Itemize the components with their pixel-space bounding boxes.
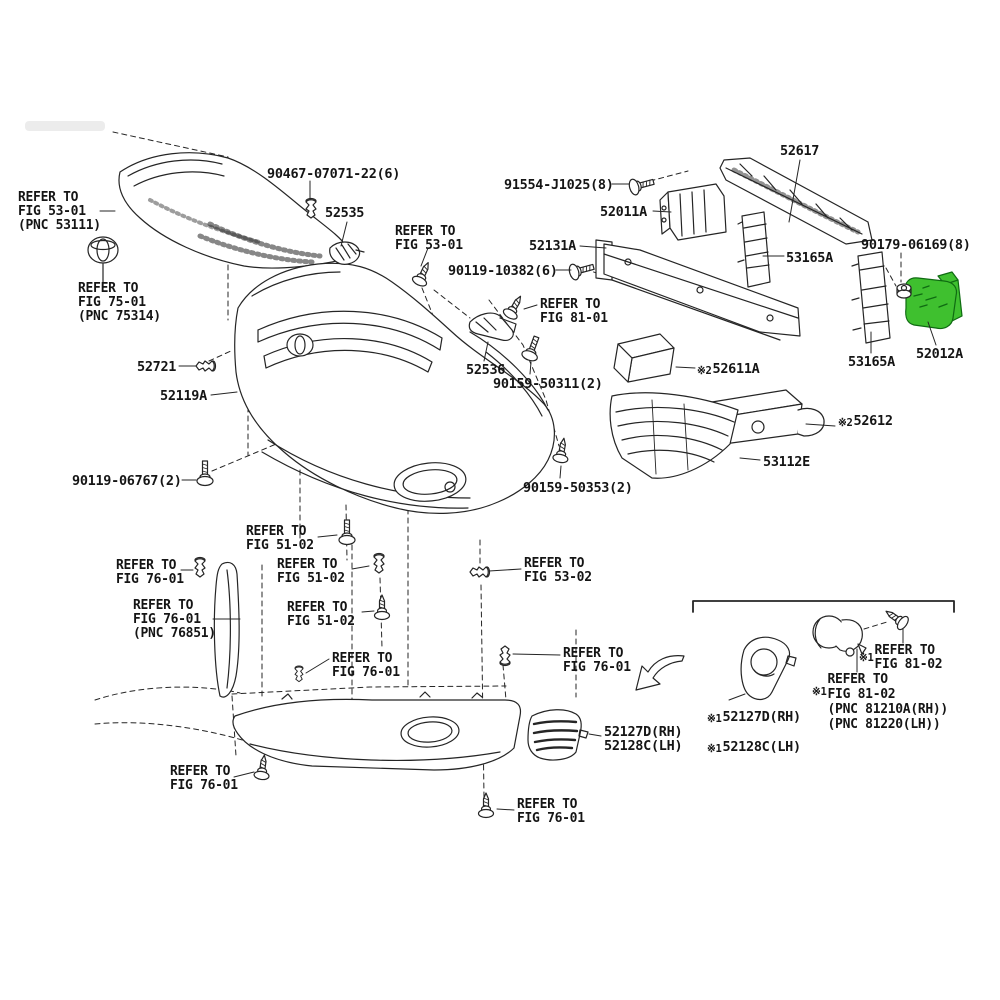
part-label-90119-06767: 90119-06767(2) [72,473,182,489]
bracket-52011a-drawing [659,183,727,241]
part-label-53112e: 53112E [763,454,810,470]
bolt-icon [338,519,356,546]
part-label-52612: ※2 52612 [838,414,893,430]
refer-label-fig-76-01-left: REFER TO FIG 76-01 [116,558,184,587]
refer-label-fig-76-01-bottom-center: REFER TO FIG 76-01 [517,797,585,826]
part-label-52012a: 52012A [916,346,963,362]
screw-icon [477,792,495,819]
bolt-icon [519,333,545,364]
toyota-emblem-drawing [87,236,119,289]
bolt-icon [196,460,214,487]
part-label-91554-j1025: 91554-J1025(8) [504,177,614,193]
refer-label-fig-53-01-grille: REFER TO FIG 53-01 (PNC 53111) [18,190,101,233]
inset-part-number-52128c: 52128C(LH) [722,739,802,755]
direction-arrow-icon [635,655,685,691]
leader-lines [99,159,937,811]
clip-icon [469,566,491,578]
bolt-icon [627,173,657,197]
part-label-52611a: ※2 52611A [697,362,760,378]
part-label-52131a: 52131A [529,238,576,254]
part-label-52119a: 52119A [160,388,207,404]
part-label-90159-50353: 90159-50353(2) [523,480,633,496]
note-marker-1: ※1 [707,743,722,755]
inset-refer-text: REFER TO FIG 81-02 (PNC 81210A(RH)) (PNC… [827,672,949,732]
inset-refer-label-fig-81-02-screw: ※1 REFER TO FIG 81-02 [859,643,943,672]
side-spoiler-drawing [213,561,240,698]
refer-label-fig-53-01-clip: REFER TO FIG 53-01 [395,224,463,253]
clip-icon [305,197,317,219]
inset-part-number-52127d: 52127D(RH) [722,709,802,725]
part-label-53165a-lower: 53165A [848,354,895,370]
note-marker-2: ※2 [697,365,712,377]
bracket-53165a-upper-drawing [737,211,771,288]
screw-icon [410,258,436,289]
energy-absorber-drawing [719,157,873,245]
inset-refer-text: REFER TO FIG 81-02 [874,643,943,672]
part-label-90467-07071: 90467-07071-22(6) [267,166,401,182]
highlighted-part-52012a-drawing [905,271,963,330]
refer-label-fig-53-02: REFER TO FIG 53-02 [524,556,592,585]
grille-drawing [118,152,348,269]
clip-icon [499,645,511,667]
bolt-icon [567,258,597,282]
refer-label-fig-76-01-bottom-left: REFER TO FIG 76-01 [170,764,238,793]
note-marker-1: ※1 [812,686,827,698]
screw-icon [881,604,912,633]
refer-label-fig-76-01-spoiler-left: REFER TO FIG 76-01 [332,651,400,680]
bracket-52536-drawing [468,312,517,341]
note-marker-1: ※1 [859,652,874,664]
refer-label-fig-81-01: REFER TO FIG 81-01 [540,297,608,326]
refer-label-fig-75-01: REFER TO FIG 75-01 (PNC 75314) [78,281,161,324]
clip-icon [294,665,304,683]
part-label-90179-06169: 90179-06169(8) [861,237,971,253]
part-label-53165a-upper: 53165A [786,250,833,266]
part-label-52127d-main: 52127D(RH) 52128C(LH) [604,724,683,754]
note-marker-1: ※1 [707,713,722,725]
bracket-53165a-lower-drawing [851,251,891,344]
foam-pad-52611a-drawing [613,333,675,383]
refer-label-fig-76-01-spoiler-right: REFER TO FIG 76-01 [563,646,631,675]
part-label-52617: 52617 [780,143,820,159]
screw-icon [373,594,391,621]
inset-fog-lamp-drawing [812,615,867,657]
inset-part-label-52127d: ※1 52127D(RH) ※1 52128C(LH) [707,696,801,770]
watermark-smudge [25,121,105,131]
clip-icon [194,556,206,578]
foam-pad-52612-drawing [707,389,825,445]
inset-refer-label-fig-81-02-lamp: ※1 REFER TO FIG 81-02 (PNC 81210A(RH)) (… [812,672,948,732]
note-marker-2: ※2 [838,417,853,429]
fog-lamp-cover-drawing [527,709,589,761]
part-label-52011a: 52011A [600,204,647,220]
screw-icon [551,436,572,465]
part-number-52612: 52612 [853,413,893,429]
lower-grille-drawing [609,392,739,479]
part-label-52721: 52721 [137,359,177,375]
inset-box-bracket [692,600,955,613]
inset-fog-bezel-drawing [740,636,797,701]
screw-icon [252,753,273,782]
clip-icon [373,552,385,574]
nut-icon [896,283,912,299]
part-label-52535: 52535 [325,205,365,221]
refer-label-fig-51-02-mid: REFER TO FIG 51-02 [277,557,345,586]
part-label-90119-10382: 90119-10382(6) [448,263,558,279]
bracket-52535-drawing [329,241,365,265]
clip-icon [195,360,217,372]
lower-bumper-drawing [232,691,522,771]
screw-icon [501,291,528,322]
refer-label-fig-76-01-pnc76851: REFER TO FIG 76-01 (PNC 76851) [133,598,216,641]
refer-label-fig-51-02-top: REFER TO FIG 51-02 [246,524,314,553]
refer-label-fig-51-02-low: REFER TO FIG 51-02 [287,600,355,629]
part-number-52611a: 52611A [712,361,760,377]
part-label-90159-50311: 90159-50311(2) [493,376,603,392]
bumper-cover-drawing [234,262,555,514]
part-label-52536: 52536 [466,362,506,378]
bumper-reinforcement-drawing [595,239,801,341]
